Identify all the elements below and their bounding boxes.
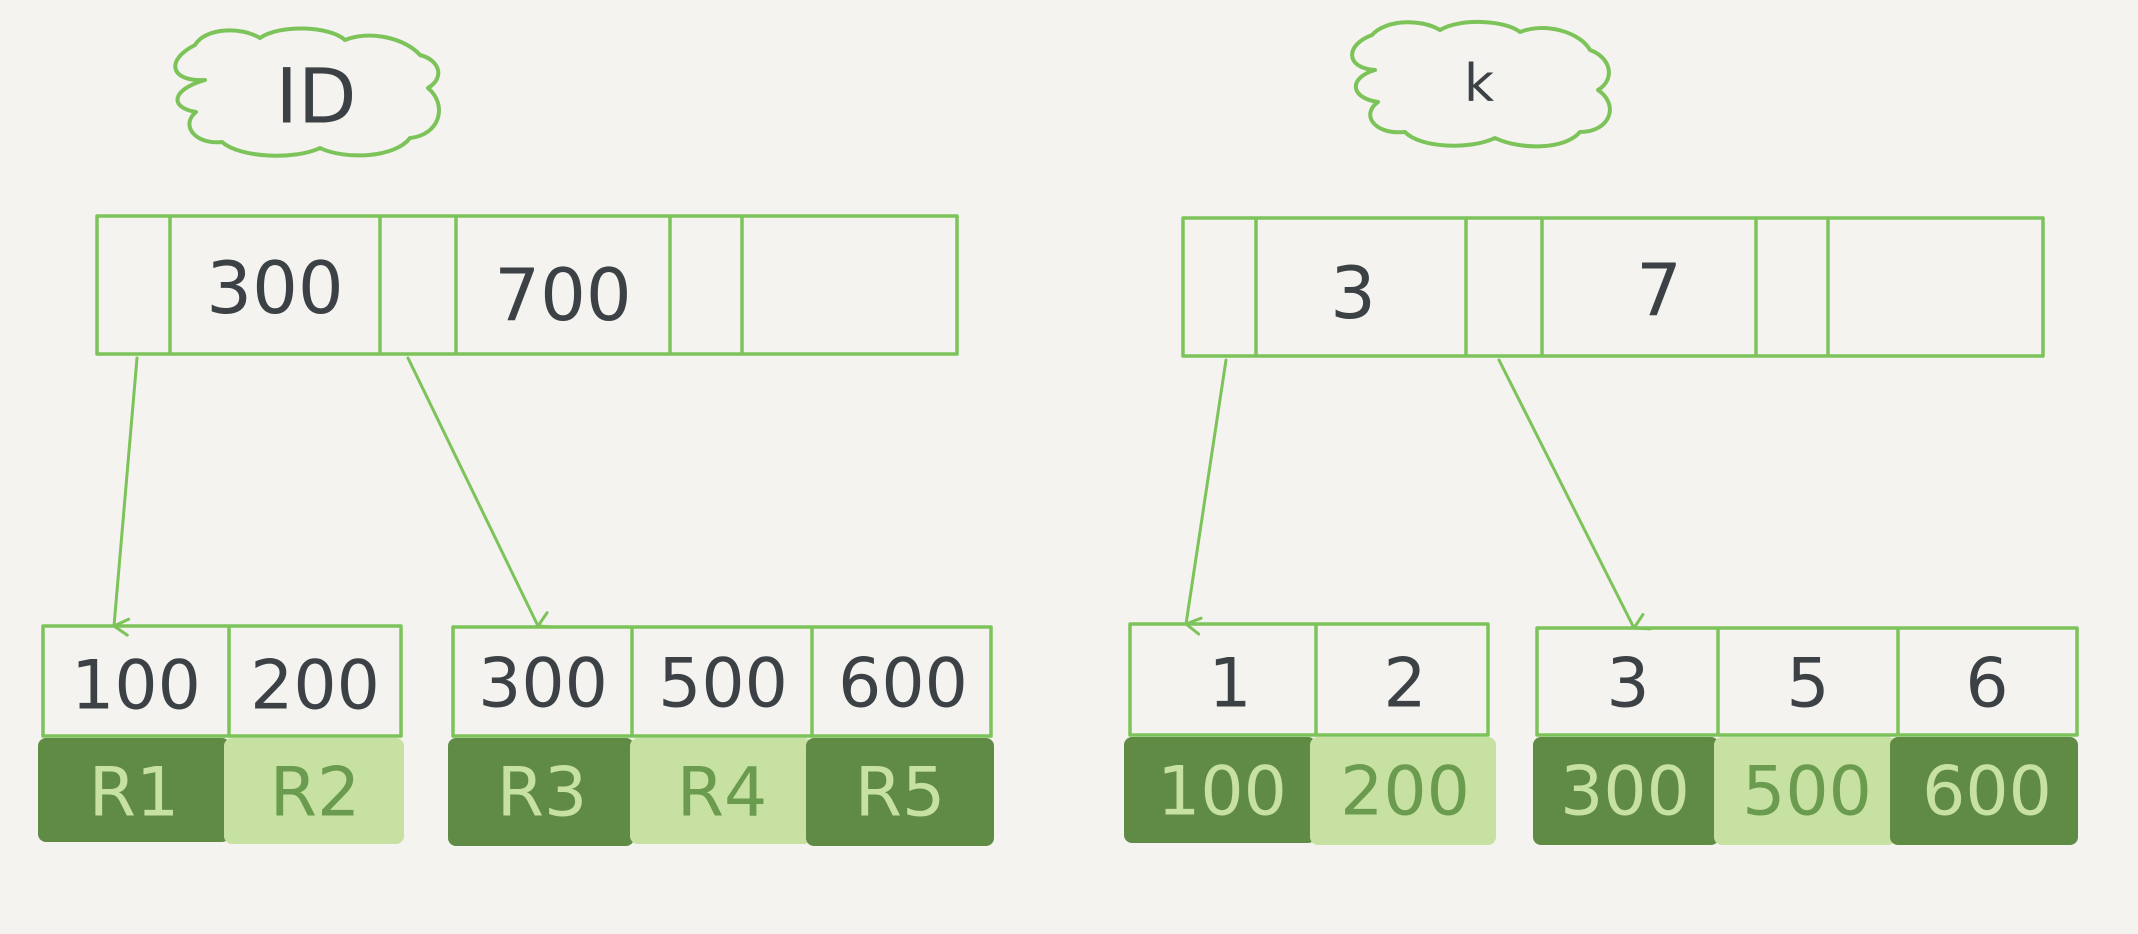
leaf-key: 3 [1606,645,1649,724]
leaf-row: 600 [1922,753,2052,832]
leaf-key: 1 [1208,645,1251,724]
leaf-key-box [41,624,403,738]
leaf-row: R3 [497,754,588,833]
leaf-row: R5 [855,754,946,833]
pointer-arrow-icon [112,356,139,637]
leaf-row: R4 [677,754,768,833]
root-node-k: 3 7 [1181,216,2045,358]
title-cloud-k: k [1350,20,1612,149]
primary-key-index-tree: ID 300 700 100 200 R1 R2 [38,26,994,846]
leaf-key: 6 [1965,645,2008,724]
leaf-key: 2 [1383,645,1426,724]
leaf-row: R2 [270,754,361,833]
leaf-key-box [1535,626,2079,737]
row-cell-light [1714,737,1896,845]
root-key: 7 [1636,248,1682,332]
row-cell-dark [1124,737,1316,843]
tree-title-k: k [1464,54,1494,114]
root-node-id: 300 700 [95,214,959,356]
title-cloud-id: ID [173,26,441,158]
row-cell-dark [1890,737,2078,845]
leaf-key: 600 [838,645,968,724]
leaf-key: 200 [250,647,380,726]
row-cell-light [224,738,404,844]
leaf-node: 300 500 600 R3 R4 R5 [448,625,994,846]
root-key: 700 [494,253,631,337]
leaf-row: 100 [1157,753,1287,832]
row-cell-dark [1533,737,1719,845]
root-key: 3 [1330,251,1376,335]
secondary-index-tree: k 3 7 1 2 100 200 [1124,20,2079,845]
leaf-key: 100 [71,647,201,726]
row-cell-dark [38,738,230,842]
pointer-arrow-icon [406,356,556,629]
leaf-key: 500 [658,645,788,724]
leaf-row: 500 [1742,753,1872,832]
leaf-row: 200 [1340,753,1470,832]
root-node-box [1181,216,2045,358]
leaf-key-box [451,625,993,738]
leaf-node: 1 2 100 200 [1124,622,1496,845]
pointer-arrow-icon [1497,358,1652,631]
leaf-row: 300 [1560,753,1690,832]
leaf-node: 100 200 R1 R2 [38,624,404,844]
leaf-key: 300 [478,645,608,724]
root-node-box [95,214,959,356]
row-cell-light [630,738,812,844]
leaf-key: 5 [1786,645,1829,724]
leaf-row: R1 [89,754,180,833]
row-cell-light [1310,737,1496,845]
row-cell-dark [806,738,994,846]
cloud-outline-icon [1350,20,1612,149]
pointer-arrow-icon [1184,358,1228,636]
leaf-node: 3 5 6 300 500 600 [1533,626,2079,845]
leaf-key-box [1128,622,1490,737]
row-cell-dark [448,738,634,846]
cloud-outline-icon [173,26,441,158]
tree-title-id: ID [276,52,357,141]
root-key: 300 [206,246,343,330]
